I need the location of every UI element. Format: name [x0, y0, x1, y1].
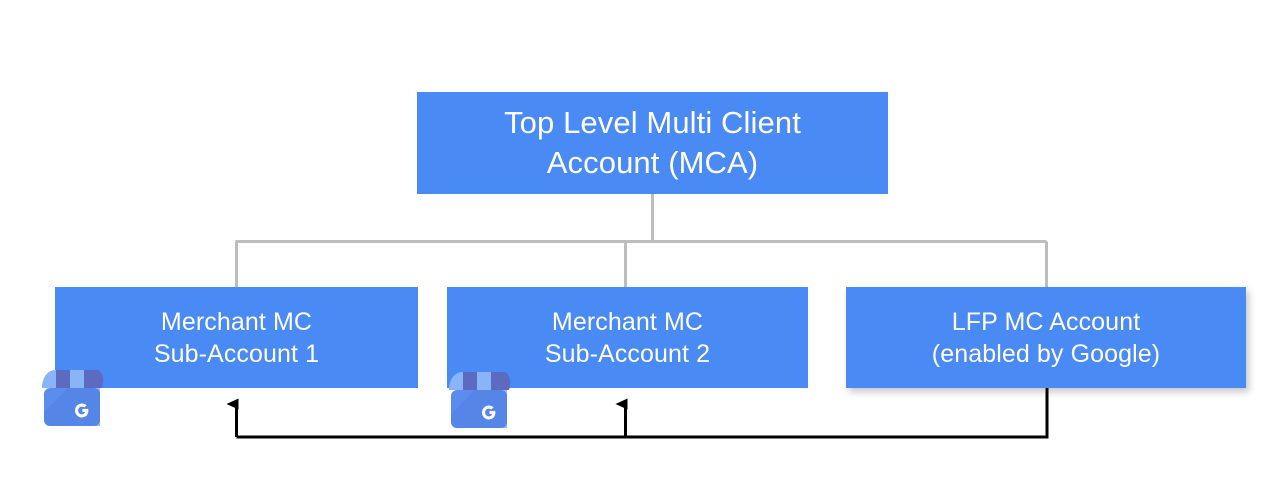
node-lfp-mc-account[interactable]: LFP MC Account (enabled by Google) [846, 287, 1246, 388]
google-business-profile-icon [42, 370, 104, 426]
node-merchant-mc-sub-account-2[interactable]: Merchant MC Sub-Account 2 [447, 287, 808, 388]
node-top-level-mca[interactable]: Top Level Multi Client Account (MCA) [417, 92, 888, 194]
google-business-profile-icon [449, 372, 511, 428]
node-merchant-mc-sub-account-1[interactable]: Merchant MC Sub-Account 1 [55, 287, 418, 388]
